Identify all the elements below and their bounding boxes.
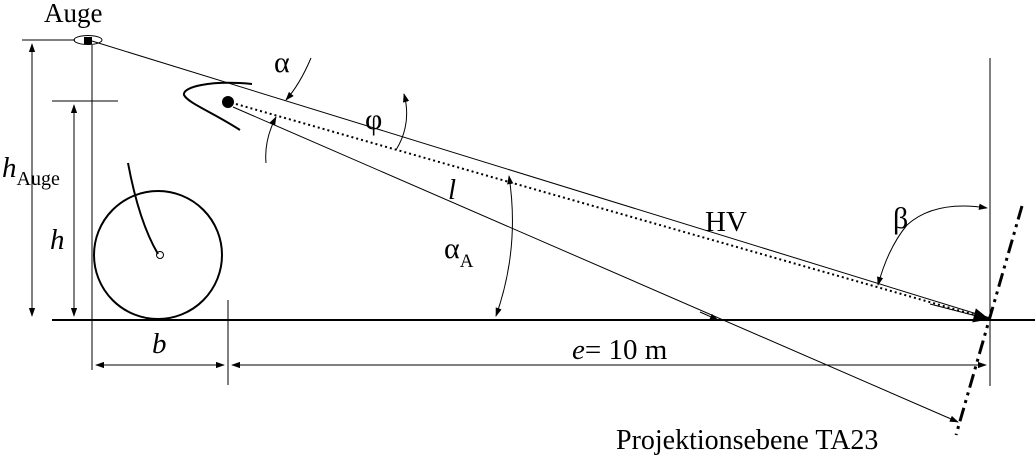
e-distance-label: e= 10 m [572, 334, 668, 366]
alpha-label: α [274, 46, 290, 79]
beam-ground-arrow [699, 311, 719, 321]
b-label: b [152, 328, 167, 360]
fender-arc [127, 162, 159, 255]
h-auge-label: hAuge [2, 152, 60, 190]
phi-label: φ [365, 103, 382, 136]
l-label: l [448, 174, 456, 206]
projection-plane-label: Projektionsebene TA23 [616, 425, 878, 456]
alpha-angle-arrow [285, 57, 312, 101]
phi-angle-arrow [395, 93, 410, 151]
headlamp-angle-arrow [265, 116, 277, 164]
headlamp-reflector [183, 81, 253, 131]
alpha-a-angle-arrows [495, 175, 514, 317]
h-label: h [50, 224, 65, 256]
beta-angle-arrows [877, 203, 988, 286]
eye-pupil [84, 37, 92, 44]
headlamp-bulb [222, 96, 234, 108]
h-auge-subscript: Auge [17, 168, 60, 190]
e-value: = 10 m [585, 334, 668, 366]
hv-arrowhead [929, 303, 990, 323]
wheel [93, 190, 223, 320]
hv-label: HV [705, 206, 747, 238]
beam-line-l [232, 106, 959, 423]
projection-plane-line [954, 205, 1024, 436]
beta-label: β [893, 202, 908, 235]
sight-line [91, 40, 991, 319]
alpha-a-main: α [444, 232, 460, 265]
h-auge-main: h [2, 152, 17, 184]
alpha-a-subscript: A [460, 251, 474, 272]
eye-label: Auge [44, 0, 102, 28]
alpha-a-label: αA [444, 232, 474, 272]
e-variable: e [572, 334, 585, 366]
hv-cutoff-line [235, 103, 976, 316]
